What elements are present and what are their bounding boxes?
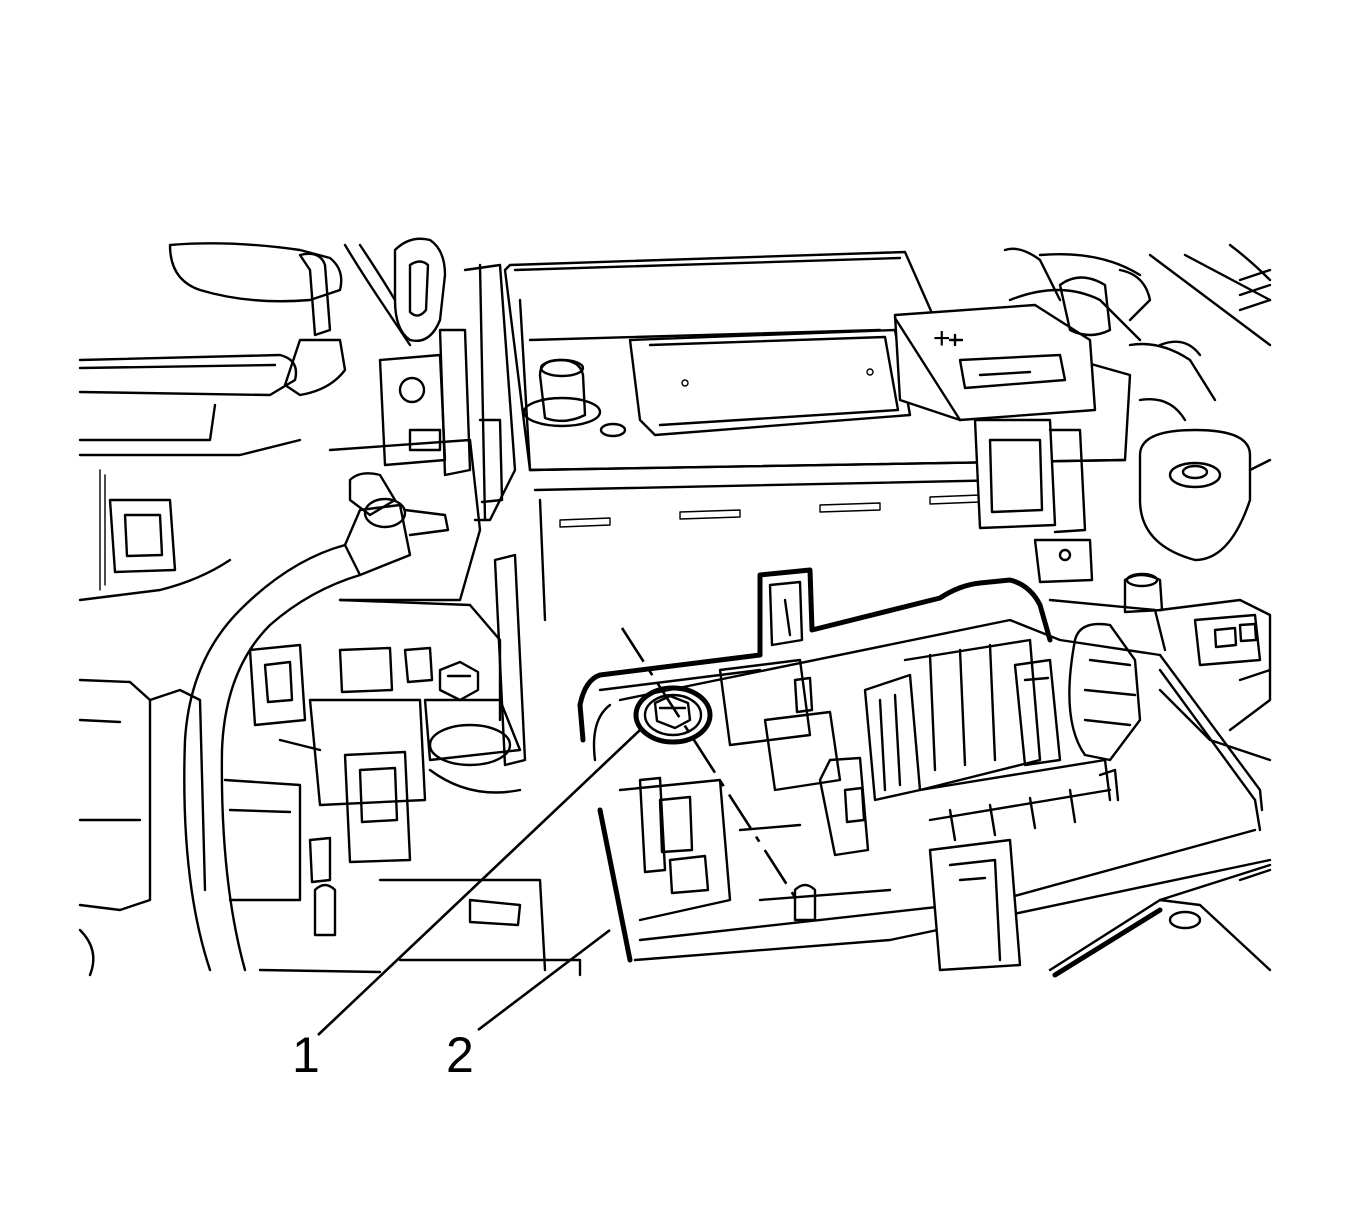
battery: +: [503, 250, 1132, 622]
callout-1-label: 1: [292, 1027, 320, 1083]
fuse-block-bolt: [633, 685, 713, 745]
positive-terminal-symbol: +: [933, 322, 951, 355]
battery-tray-bracket: [223, 353, 582, 977]
battery-cable: [183, 472, 450, 974]
callout-1-leader: [317, 729, 641, 1036]
left-housing: [78, 242, 412, 977]
callout-2-label: 2: [446, 1027, 474, 1083]
fuse-block: [577, 567, 1272, 978]
bolt-center-line: [620, 627, 802, 906]
callout-2-leader: [477, 928, 611, 1032]
hold-down-bracket: [393, 237, 527, 767]
